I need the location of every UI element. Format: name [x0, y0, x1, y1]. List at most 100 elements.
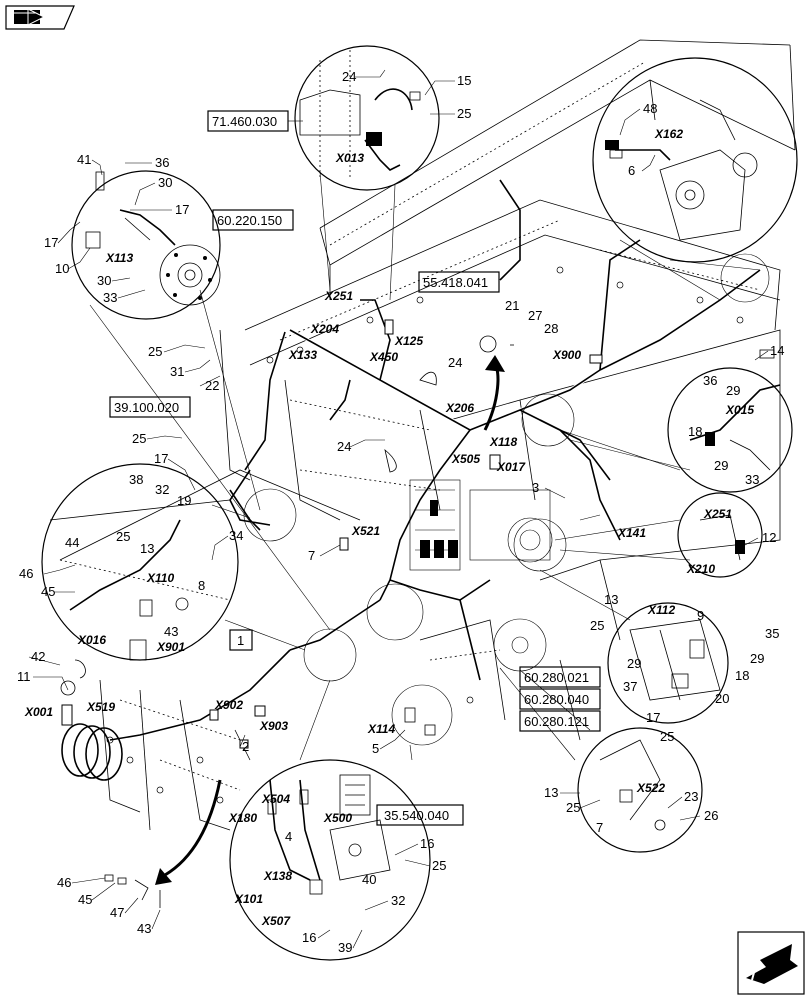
part-number: 26	[704, 808, 718, 823]
ref-box-35-540-040[interactable]: 35.540.040	[384, 808, 449, 823]
part-number: 40	[362, 872, 376, 887]
part-number: 16	[420, 836, 434, 851]
part-number: 25	[132, 431, 146, 446]
ref-box-55-418-041[interactable]: 55.418.041	[423, 275, 488, 290]
part-number: 30	[158, 175, 172, 190]
ref-box-39-100-020[interactable]: 39.100.020	[114, 400, 179, 415]
ref-box-60-220-150[interactable]: 60.220.150	[217, 213, 282, 228]
connector-label: X210	[686, 562, 715, 576]
part-number: 10	[55, 261, 69, 276]
part-number: 45	[41, 584, 55, 599]
reference-boxes[interactable]: 71.460.030 60.220.150 55.418.041 39.100.…	[109, 110, 601, 826]
connector-label: X204	[310, 322, 339, 336]
part-number: 7	[596, 820, 603, 835]
part-number: 17	[175, 202, 189, 217]
part-number: 43	[137, 921, 151, 936]
connector-label: X125	[394, 334, 423, 348]
part-number: 4	[285, 829, 292, 844]
part-number: 24	[342, 69, 356, 84]
connector-label: X522	[636, 781, 665, 795]
connector-label: X101	[234, 892, 263, 906]
part-number: 13	[140, 541, 154, 556]
part-number: 32	[391, 893, 405, 908]
part-number: 34	[229, 528, 243, 543]
connector-label: X500	[323, 811, 352, 825]
part-number: 36	[703, 373, 717, 388]
exploded-hardware	[60, 335, 514, 908]
part-number: 36	[155, 155, 169, 170]
connector-label: X118	[489, 435, 517, 449]
part-number: 22	[205, 378, 219, 393]
ref-box-60-280-121[interactable]: 60.280.121	[524, 714, 589, 729]
part-number: 3	[532, 480, 539, 495]
part-number: 16	[302, 930, 316, 945]
connector-label: X251	[703, 507, 732, 521]
connector-label: X141	[617, 526, 646, 540]
connector-label: X902	[214, 698, 243, 712]
connector-label: X206	[445, 401, 474, 415]
part-number: 5	[372, 741, 379, 756]
connector-label: X180	[228, 811, 257, 825]
exploded-view-arrows	[155, 355, 505, 885]
part-number: 43	[164, 624, 178, 639]
nav-tab[interactable]	[5, 5, 75, 30]
callout-leaders	[28, 69, 769, 949]
part-number: 45	[78, 892, 92, 907]
connector-label: X450	[369, 350, 398, 364]
part-number: 46	[57, 875, 71, 890]
ref-box-1[interactable]: 1	[237, 633, 244, 648]
part-number: 41	[77, 152, 91, 167]
part-number: 44	[65, 535, 79, 550]
part-number: 13	[544, 785, 558, 800]
part-number: 25	[660, 729, 674, 744]
part-number: 35	[765, 626, 779, 641]
part-number: 29	[627, 656, 641, 671]
part-number: 29	[726, 383, 740, 398]
part-number: 14	[770, 343, 784, 358]
part-number: 25	[457, 106, 471, 121]
part-number: 9	[697, 608, 704, 623]
part-number: 25	[116, 529, 130, 544]
part-number: 11	[17, 669, 31, 684]
part-number: 15	[457, 73, 471, 88]
part-number: 48	[643, 101, 657, 116]
part-number: 29	[750, 651, 764, 666]
part-number: 25	[148, 344, 162, 359]
connector-label: X015	[725, 403, 754, 417]
main-harness	[61, 179, 761, 781]
cable-coil	[61, 723, 123, 781]
connector-label: X113	[105, 251, 133, 265]
part-number: 19	[177, 493, 191, 508]
connector-label: X903	[259, 719, 288, 733]
part-number: 18	[735, 668, 749, 683]
part-number-labels: 24 15 25 48 6 41 36 30 17 17 10 30 33 21…	[17, 69, 784, 955]
connector-label: X901	[156, 640, 185, 654]
ref-box-71-460-030[interactable]: 71.460.030	[212, 114, 277, 129]
part-number: 17	[154, 451, 168, 466]
detail-circles	[41, 45, 798, 961]
connector-label: X138	[263, 869, 292, 883]
part-number: 17	[44, 235, 58, 250]
connector-label: X505	[451, 452, 480, 466]
connector-label: X507	[261, 914, 291, 928]
part-number: 46	[19, 566, 33, 581]
connector-label: X016	[77, 633, 106, 647]
part-number: 8	[198, 578, 205, 593]
part-number: 25	[432, 858, 446, 873]
return-arrow-button[interactable]	[737, 931, 805, 995]
connector-label: X013	[335, 151, 364, 165]
part-number: 20	[715, 691, 729, 706]
part-number: 33	[745, 472, 759, 487]
part-number: 7	[308, 548, 315, 563]
part-number: 6	[628, 163, 635, 178]
part-number: 37	[623, 679, 637, 694]
arrow-back-icon	[746, 944, 798, 984]
connector-label: X110	[146, 571, 174, 585]
ref-box-60-280-021[interactable]: 60.280.021	[524, 670, 589, 685]
connector-label: X521	[351, 524, 380, 538]
connector-label: X251	[324, 289, 353, 303]
part-number: 13	[604, 592, 618, 607]
ref-box-60-280-040[interactable]: 60.280.040	[524, 692, 589, 707]
part-number: 25	[566, 800, 580, 815]
